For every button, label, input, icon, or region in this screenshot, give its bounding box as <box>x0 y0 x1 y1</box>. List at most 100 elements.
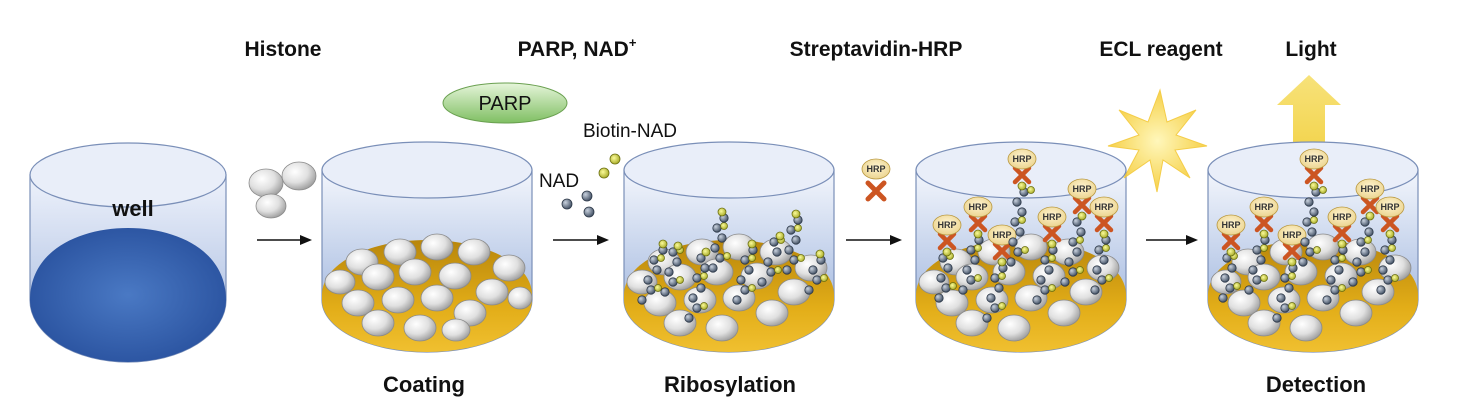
biotin-bead <box>1309 181 1319 191</box>
biotin-bead <box>720 222 728 230</box>
adp-ribose-bead <box>1330 255 1340 265</box>
streptavidin-x-icon <box>1254 213 1274 233</box>
adp-ribose-bead <box>696 283 706 293</box>
biotin-bead <box>791 209 801 219</box>
biotin-bead <box>1260 274 1268 282</box>
biotin-bead <box>1102 244 1110 252</box>
adp-ribose-bead <box>763 257 773 267</box>
adp-ribose-bead <box>1010 217 1020 227</box>
adp-ribose-bead <box>934 293 944 303</box>
biotin-bead <box>1310 216 1318 224</box>
biotin-bead <box>701 247 711 257</box>
biotin-bead <box>974 244 982 252</box>
adp-ribose-bead <box>990 273 1000 283</box>
adp-ribose-bead <box>1385 255 1395 265</box>
stage-label-coating: Coating <box>383 372 465 397</box>
step-label-light: Light <box>1285 38 1336 61</box>
ecl-sun-icon <box>1107 88 1208 193</box>
adp-ribose-bead <box>736 275 746 285</box>
adp-ribose-bead <box>1040 255 1050 265</box>
adp-ribose-bead <box>1364 227 1374 237</box>
adp-ribose-bead <box>1252 275 1262 285</box>
adp-ribose-bead <box>1356 267 1366 277</box>
well-empty: well <box>29 142 227 363</box>
adp-ribose-bead <box>1334 265 1344 275</box>
biotin-bead <box>1076 266 1084 274</box>
adp-ribose-bead <box>782 265 792 275</box>
hrp-label: HRP <box>1072 184 1091 194</box>
biotin-bead <box>1364 266 1372 274</box>
adp-ribose-bead <box>1302 217 1312 227</box>
adp-ribose-bead <box>772 247 782 257</box>
adp-ribose-bead <box>652 265 662 275</box>
hrp-label: HRP <box>866 164 885 174</box>
adp-ribose-bead <box>1280 273 1290 283</box>
hrp-label: HRP <box>968 202 987 212</box>
adp-ribose-bead <box>966 245 976 255</box>
step-label-parp-nad: PARP, NAD+ <box>518 35 637 61</box>
step-label-parp-nad-text: PARP, NAD <box>518 38 629 61</box>
adp-ribose-bead <box>804 285 814 295</box>
biotin-bead <box>1076 236 1084 244</box>
adp-ribose-bead <box>1017 207 1027 217</box>
adp-ribose-bead <box>715 253 725 263</box>
arrow-3 <box>846 235 902 245</box>
biotin-bead <box>673 241 683 251</box>
adp-ribose-bead <box>1068 267 1078 277</box>
nad-label: NAD <box>539 171 579 192</box>
adp-ribose-bead <box>1090 285 1100 295</box>
adp-ribose-bead <box>812 275 822 285</box>
adp-ribose-bead <box>1248 265 1258 275</box>
adp-ribose-bead <box>1280 303 1290 313</box>
stage-label-ribosylation: Ribosylation <box>664 372 796 397</box>
adp-ribose-bead <box>740 255 750 265</box>
biotin-bead <box>1099 229 1109 239</box>
adp-ribose-bead <box>1094 245 1104 255</box>
streptavidin-x-icon <box>1221 231 1241 251</box>
biotin-nad-label: Biotin-NAD <box>583 121 677 142</box>
adp-ribose-bead <box>1015 227 1025 237</box>
hrp-enzyme <box>1299 148 1329 170</box>
adp-ribose-bead <box>637 295 647 305</box>
adp-ribose-bead <box>717 233 727 243</box>
hrp-label: HRP <box>1360 184 1379 194</box>
adp-ribose-bead <box>982 313 992 323</box>
adp-ribose-bead <box>1326 275 1336 285</box>
adp-ribose-bead <box>757 277 767 287</box>
adp-ribose-bead <box>1008 237 1018 247</box>
adp-ribose-bead <box>990 303 1000 313</box>
streptavidin-x-icon <box>1380 213 1400 233</box>
streptavidin-x-icon <box>1282 241 1302 261</box>
biotin-bead <box>657 254 665 262</box>
biotin-bead <box>1048 254 1056 262</box>
well-coating: Coating <box>321 141 533 397</box>
well-label: well <box>111 196 154 221</box>
biotin-bead <box>654 284 662 292</box>
biotin-bead <box>1017 181 1027 191</box>
adp-ribose-bead <box>688 293 698 303</box>
streptavidin-x-icon <box>1072 195 1092 215</box>
adp-ribose-bead <box>1252 245 1262 255</box>
well-base <box>30 228 226 362</box>
adp-ribose-bead <box>1330 285 1340 295</box>
adp-ribose-bead <box>966 275 976 285</box>
biotin-bead <box>797 254 805 262</box>
biotin-bead <box>1338 254 1346 262</box>
adp-ribose-bead <box>766 267 776 277</box>
adp-ribose-bead <box>664 267 674 277</box>
parp-label: PARP <box>479 93 532 115</box>
adp-ribose-bead <box>1218 293 1228 303</box>
adp-ribose-bead <box>712 223 722 233</box>
streptavidin-x-icon <box>1360 195 1380 215</box>
adp-ribose-bead <box>696 253 706 263</box>
biotin-bead <box>676 276 684 284</box>
hrp-enzyme <box>1327 206 1357 228</box>
biotin-bead <box>1364 236 1372 244</box>
hrp-enzyme <box>1007 148 1037 170</box>
adp-ribose-bead <box>1040 285 1050 295</box>
biotin-bead <box>774 266 782 274</box>
adp-ribose-bead <box>700 263 710 273</box>
